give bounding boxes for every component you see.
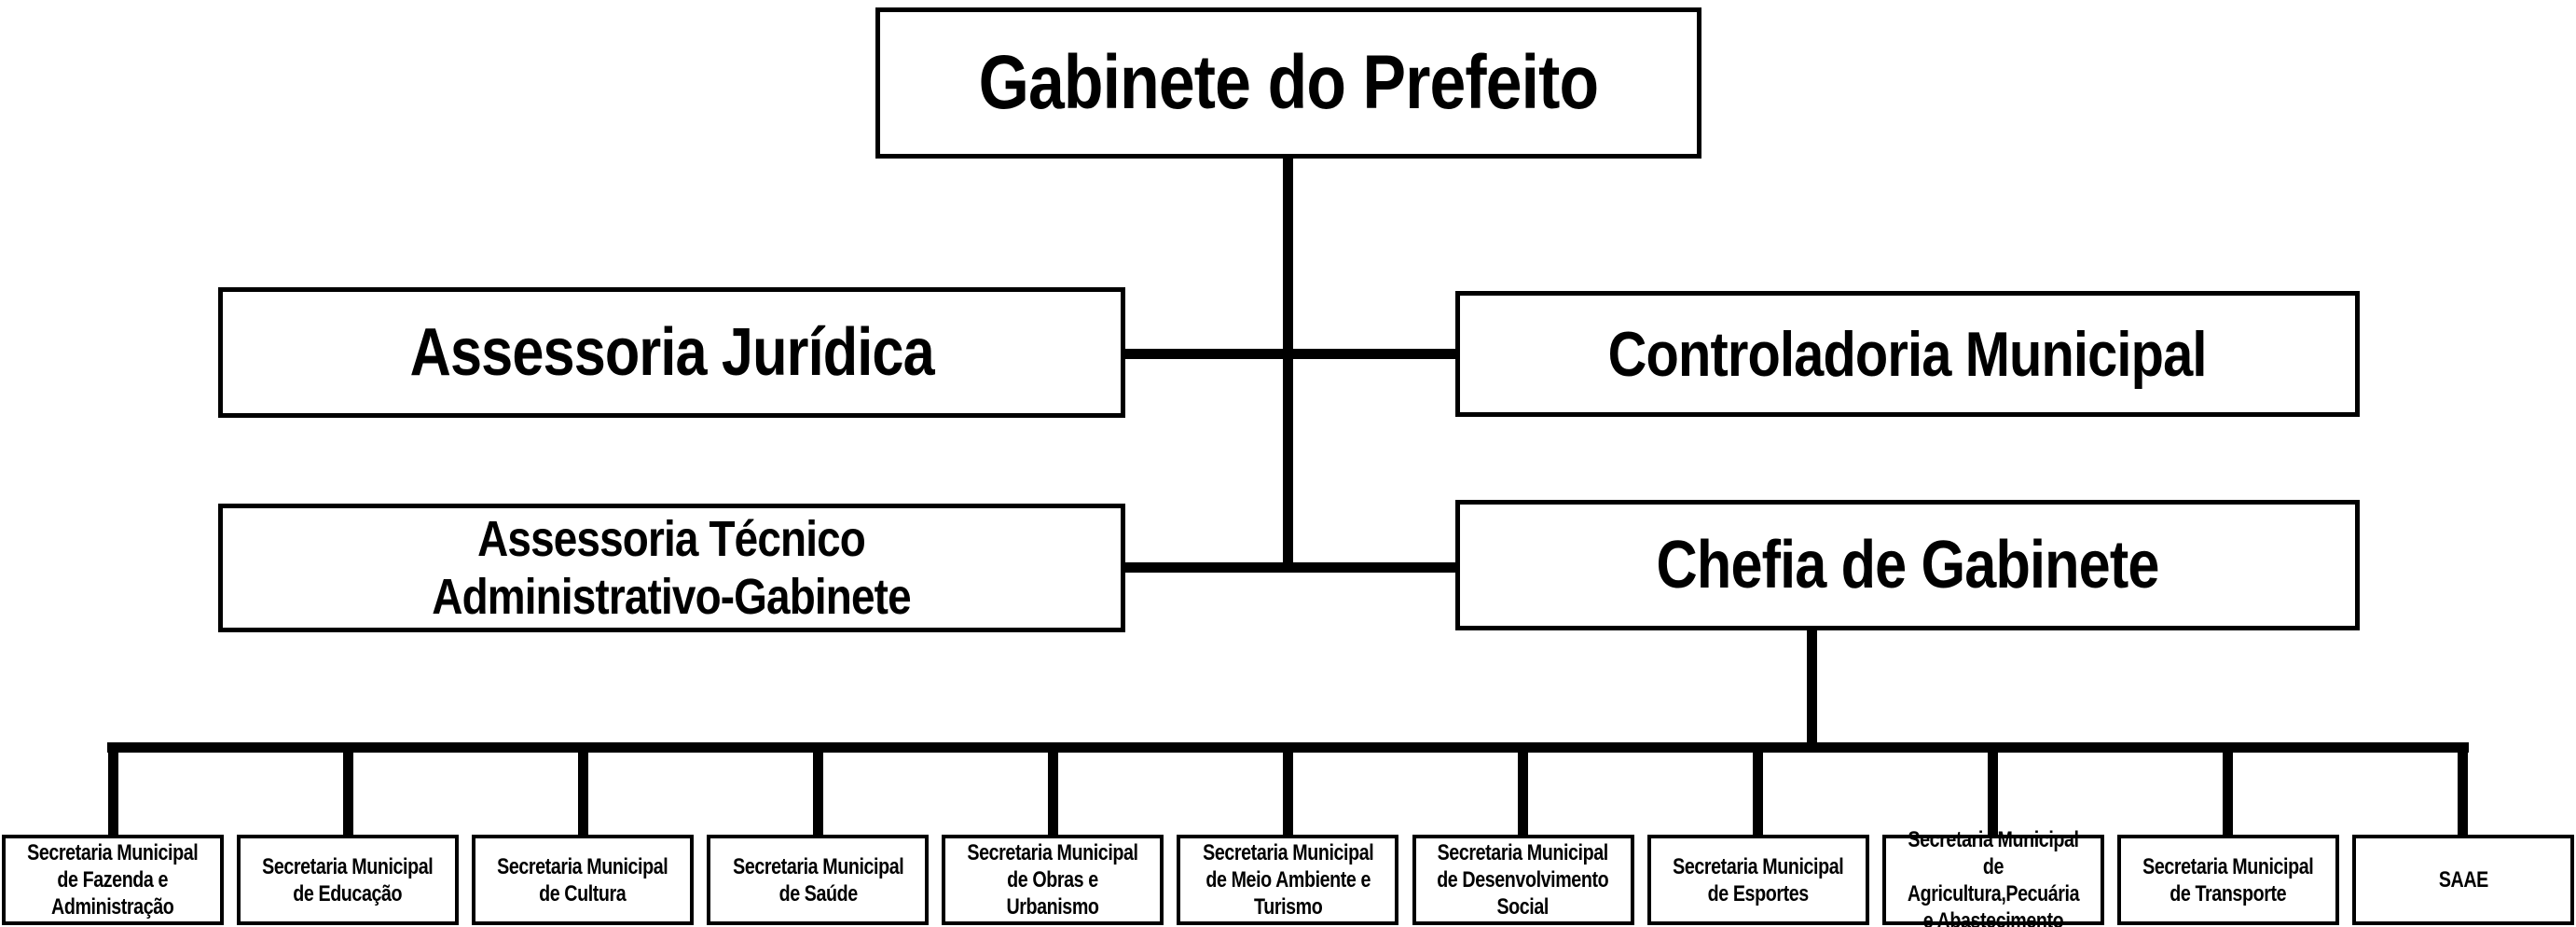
connector-level2 — [1122, 349, 1459, 359]
connector-trunk — [1283, 154, 1293, 573]
connector-chefia-drop — [1807, 626, 1817, 749]
connector-stub — [1282, 746, 1293, 838]
node-secretaria-educacao: Secretaria Municipal de Educação — [237, 746, 460, 925]
node-label: Secretaria Municipal de Fazenda e Admini… — [27, 840, 199, 920]
node-secretaria-transporte: Secretaria Municipal de Transporte — [2116, 746, 2339, 925]
node-label: Assessoria Técnico Administrativo-Gabine… — [432, 511, 912, 625]
node-chefia-de-gabinete: Chefia de Gabinete — [1455, 500, 2360, 630]
node-label: Secretaria Municipal de Saúde — [732, 853, 904, 906]
node-label: Assessoria Jurídica — [409, 315, 934, 390]
connector-level3 — [1122, 562, 1459, 573]
connector-stub — [2458, 746, 2469, 838]
connector-stub — [577, 746, 588, 838]
node-secretaria-meio-ambiente: Secretaria Municipal de Meio Ambiente e … — [1177, 746, 1399, 925]
node-secretaria-fazenda: Secretaria Municipal de Fazenda e Admini… — [2, 746, 224, 925]
node-label: Controladoria Municipal — [1608, 318, 2208, 390]
node-secretaria-obras: Secretaria Municipal de Obras e Urbanism… — [942, 746, 1164, 925]
node-assessoria-tecnico-administrativo: Assessoria Técnico Administrativo-Gabine… — [218, 504, 1125, 632]
node-gabinete-prefeito: Gabinete do Prefeito — [875, 7, 1701, 159]
node-label: Secretaria Municipal de Cultura — [497, 853, 669, 906]
connector-stub — [342, 746, 353, 838]
node-secretaria-desenvolvimento-social: Secretaria Municipal de Desenvolvimento … — [1412, 746, 1634, 925]
secretariats-row: Secretaria Municipal de Fazenda e Admini… — [2, 746, 2574, 927]
node-label: Secretaria Municipal de Obras e Urbanism… — [967, 840, 1139, 920]
node-label: Secretaria Municipal de Educação — [262, 853, 434, 906]
node-assessoria-juridica: Assessoria Jurídica — [218, 287, 1125, 418]
node-label: Chefia de Gabinete — [1656, 528, 2159, 602]
node-secretaria-agricultura: Secretaria Municipal de Agricultura,Pecu… — [1881, 746, 2104, 927]
node-label: Secretaria Municipal de Transporte — [2142, 853, 2314, 906]
node-label: Secretaria Municipal de Esportes — [1673, 853, 1844, 906]
node-secretaria-cultura: Secretaria Municipal de Cultura — [472, 746, 695, 925]
node-label: Secretaria Municipal de Agricultura,Pecu… — [1907, 826, 2080, 927]
node-saae: SAAE — [2351, 746, 2574, 925]
connector-stub — [2223, 746, 2234, 838]
connector-stub — [1753, 746, 1764, 838]
connector-stub — [1988, 746, 1999, 838]
node-controladoria-municipal: Controladoria Municipal — [1455, 291, 2360, 417]
connector-stub — [1047, 746, 1058, 838]
connector-stub — [1518, 746, 1529, 838]
node-label: Secretaria Municipal de Meio Ambiente e … — [1202, 840, 1374, 920]
node-secretaria-saude: Secretaria Municipal de Saúde — [707, 746, 930, 925]
node-secretaria-esportes: Secretaria Municipal de Esportes — [1646, 746, 1869, 925]
connector-stub — [812, 746, 823, 838]
node-label: Gabinete do Prefeito — [978, 40, 1599, 125]
node-label: Secretaria Municipal de Desenvolvimento … — [1437, 840, 1609, 920]
connector-stub — [107, 746, 118, 838]
node-label: SAAE — [2438, 867, 2488, 892]
